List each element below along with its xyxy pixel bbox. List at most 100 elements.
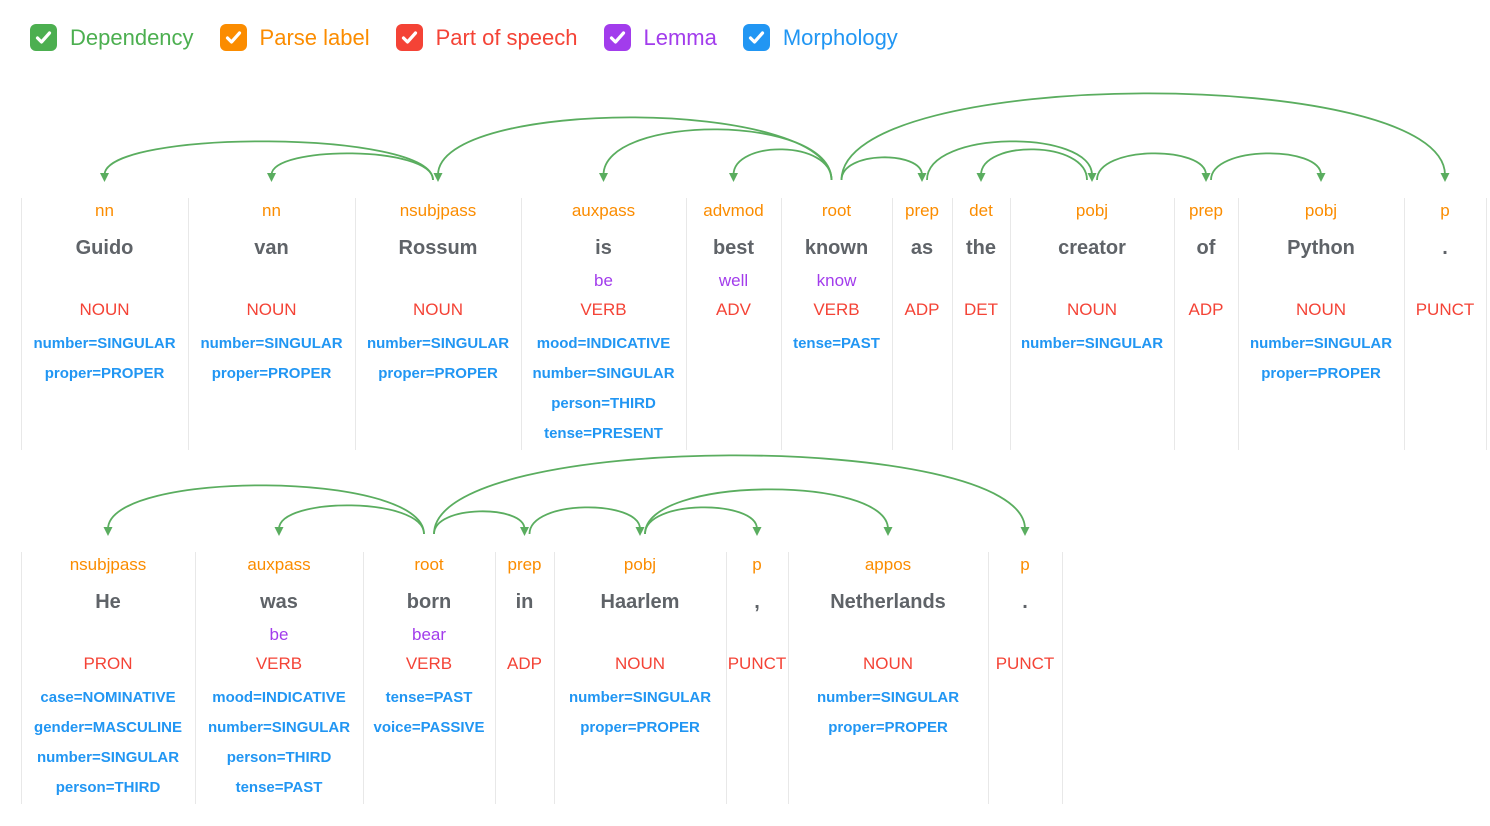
arc-arrowhead-icon: [599, 173, 608, 182]
morphology-line: mood=INDICATIVE: [212, 689, 346, 706]
parse-label: appos: [864, 555, 912, 574]
parse-label: root: [821, 201, 852, 220]
morphology-line: number=SINGULAR: [200, 335, 343, 352]
column-divider: [726, 552, 727, 804]
toggle-part-of-speech[interactable]: Part of speech: [395, 24, 578, 51]
token-word: van: [254, 237, 289, 259]
dependency-arc: [840, 92, 1446, 181]
check-icon: [748, 31, 764, 44]
toggle-lemma[interactable]: Lemma: [603, 24, 717, 51]
token-word: Netherlands: [830, 591, 946, 613]
check-icon: [35, 31, 52, 44]
column-divider: [686, 198, 687, 450]
token-pos: VERB: [813, 300, 860, 319]
parse-label: auxpass: [571, 201, 636, 220]
column-divider: [188, 198, 189, 450]
dependency-arc: [437, 116, 833, 181]
token-word: known: [804, 237, 869, 259]
arc-arrowhead-icon: [274, 527, 284, 536]
column-divider: [892, 198, 893, 450]
token-pos: VERB: [405, 654, 453, 673]
toggle-morphology[interactable]: Morphology: [742, 24, 898, 51]
checkbox-checked-icon[interactable]: [603, 24, 631, 51]
morphology-line: number=SINGULAR: [1020, 335, 1164, 352]
checkbox-checked-icon[interactable]: [30, 24, 57, 51]
dependency-arc: [107, 484, 425, 535]
token-pos: VERB: [580, 300, 627, 319]
column-divider: [781, 198, 782, 450]
column-divider: [521, 198, 522, 450]
token-pos: NOUN: [412, 300, 464, 319]
toggle-label: Morphology: [782, 24, 898, 50]
parse-label: pobj: [1075, 201, 1109, 220]
dependency-arc: [433, 454, 1026, 535]
column-divider: [788, 552, 789, 804]
arc-arrowhead-icon: [917, 173, 927, 182]
dependency-arc: [602, 128, 833, 181]
column-divider: [1404, 198, 1405, 450]
arc-arrowhead-icon: [752, 527, 762, 536]
morphology-line: person=THIRD: [551, 395, 656, 412]
morphology-line: tense=PAST: [385, 689, 473, 706]
token-word: ,: [754, 591, 760, 613]
check-icon: [609, 31, 625, 44]
dependency-arc: [528, 506, 641, 535]
toggle-label: Dependency: [70, 24, 194, 50]
morphology-line: proper=PROPER: [828, 719, 948, 736]
checkbox-checked-icon[interactable]: [395, 24, 423, 51]
checkbox-checked-icon[interactable]: [219, 24, 247, 51]
token-word: in: [515, 591, 534, 613]
morphology-line: number=SINGULAR: [36, 749, 180, 766]
token-pos: NOUN: [862, 654, 914, 673]
toggle-dependency[interactable]: Dependency: [30, 24, 194, 51]
morphology-line: gender=MASCULINE: [34, 719, 182, 736]
parse-label: p: [1020, 555, 1030, 574]
token-pos: NOUN: [79, 300, 130, 319]
arc-arrowhead-icon: [635, 527, 645, 536]
checkbox-checked-icon[interactable]: [742, 24, 770, 51]
morphology-line: proper=PROPER: [211, 365, 332, 382]
morphology-line: person=THIRD: [55, 779, 161, 796]
annotation-toggle-bar: Dependency Parse label Part of speech Lemma…: [30, 24, 898, 51]
token-pos: ADP: [1188, 300, 1224, 319]
dependency-arc: [1210, 152, 1322, 181]
column-divider: [1238, 198, 1239, 450]
arc-arrowhead-icon: [1201, 173, 1211, 182]
arc-arrowhead-icon: [433, 173, 443, 182]
toggle-label: Part of speech: [435, 24, 578, 50]
dependency-arc: [840, 156, 923, 181]
token-word: of: [1196, 237, 1216, 259]
arc-arrowhead-icon: [1316, 173, 1326, 182]
parse-label: prep: [507, 555, 542, 574]
morphology-line: number=SINGULAR: [1249, 335, 1393, 352]
morphology-line: number=SINGULAR: [532, 365, 675, 382]
arc-arrowhead-icon: [729, 173, 738, 182]
dependency-arcs: [100, 92, 1450, 182]
toggle-parse-label[interactable]: Parse label: [219, 24, 370, 51]
column-divider: [21, 552, 22, 804]
parse-label: pobj: [1304, 201, 1338, 220]
token-cell: p.PUNCT: [988, 552, 1062, 804]
token-word: Rossum: [398, 237, 478, 259]
token-pos: NOUN: [614, 654, 666, 673]
token-lemma: be: [269, 625, 289, 644]
parse-label: pobj: [623, 555, 657, 574]
token-lemma: know: [816, 271, 857, 290]
token-word: .: [1442, 237, 1448, 259]
morphology-line: tense=PAST: [235, 779, 323, 796]
token-word: as: [910, 237, 934, 259]
parse-label: prep: [904, 201, 940, 220]
morphology-line: mood=INDICATIVE: [536, 335, 671, 352]
